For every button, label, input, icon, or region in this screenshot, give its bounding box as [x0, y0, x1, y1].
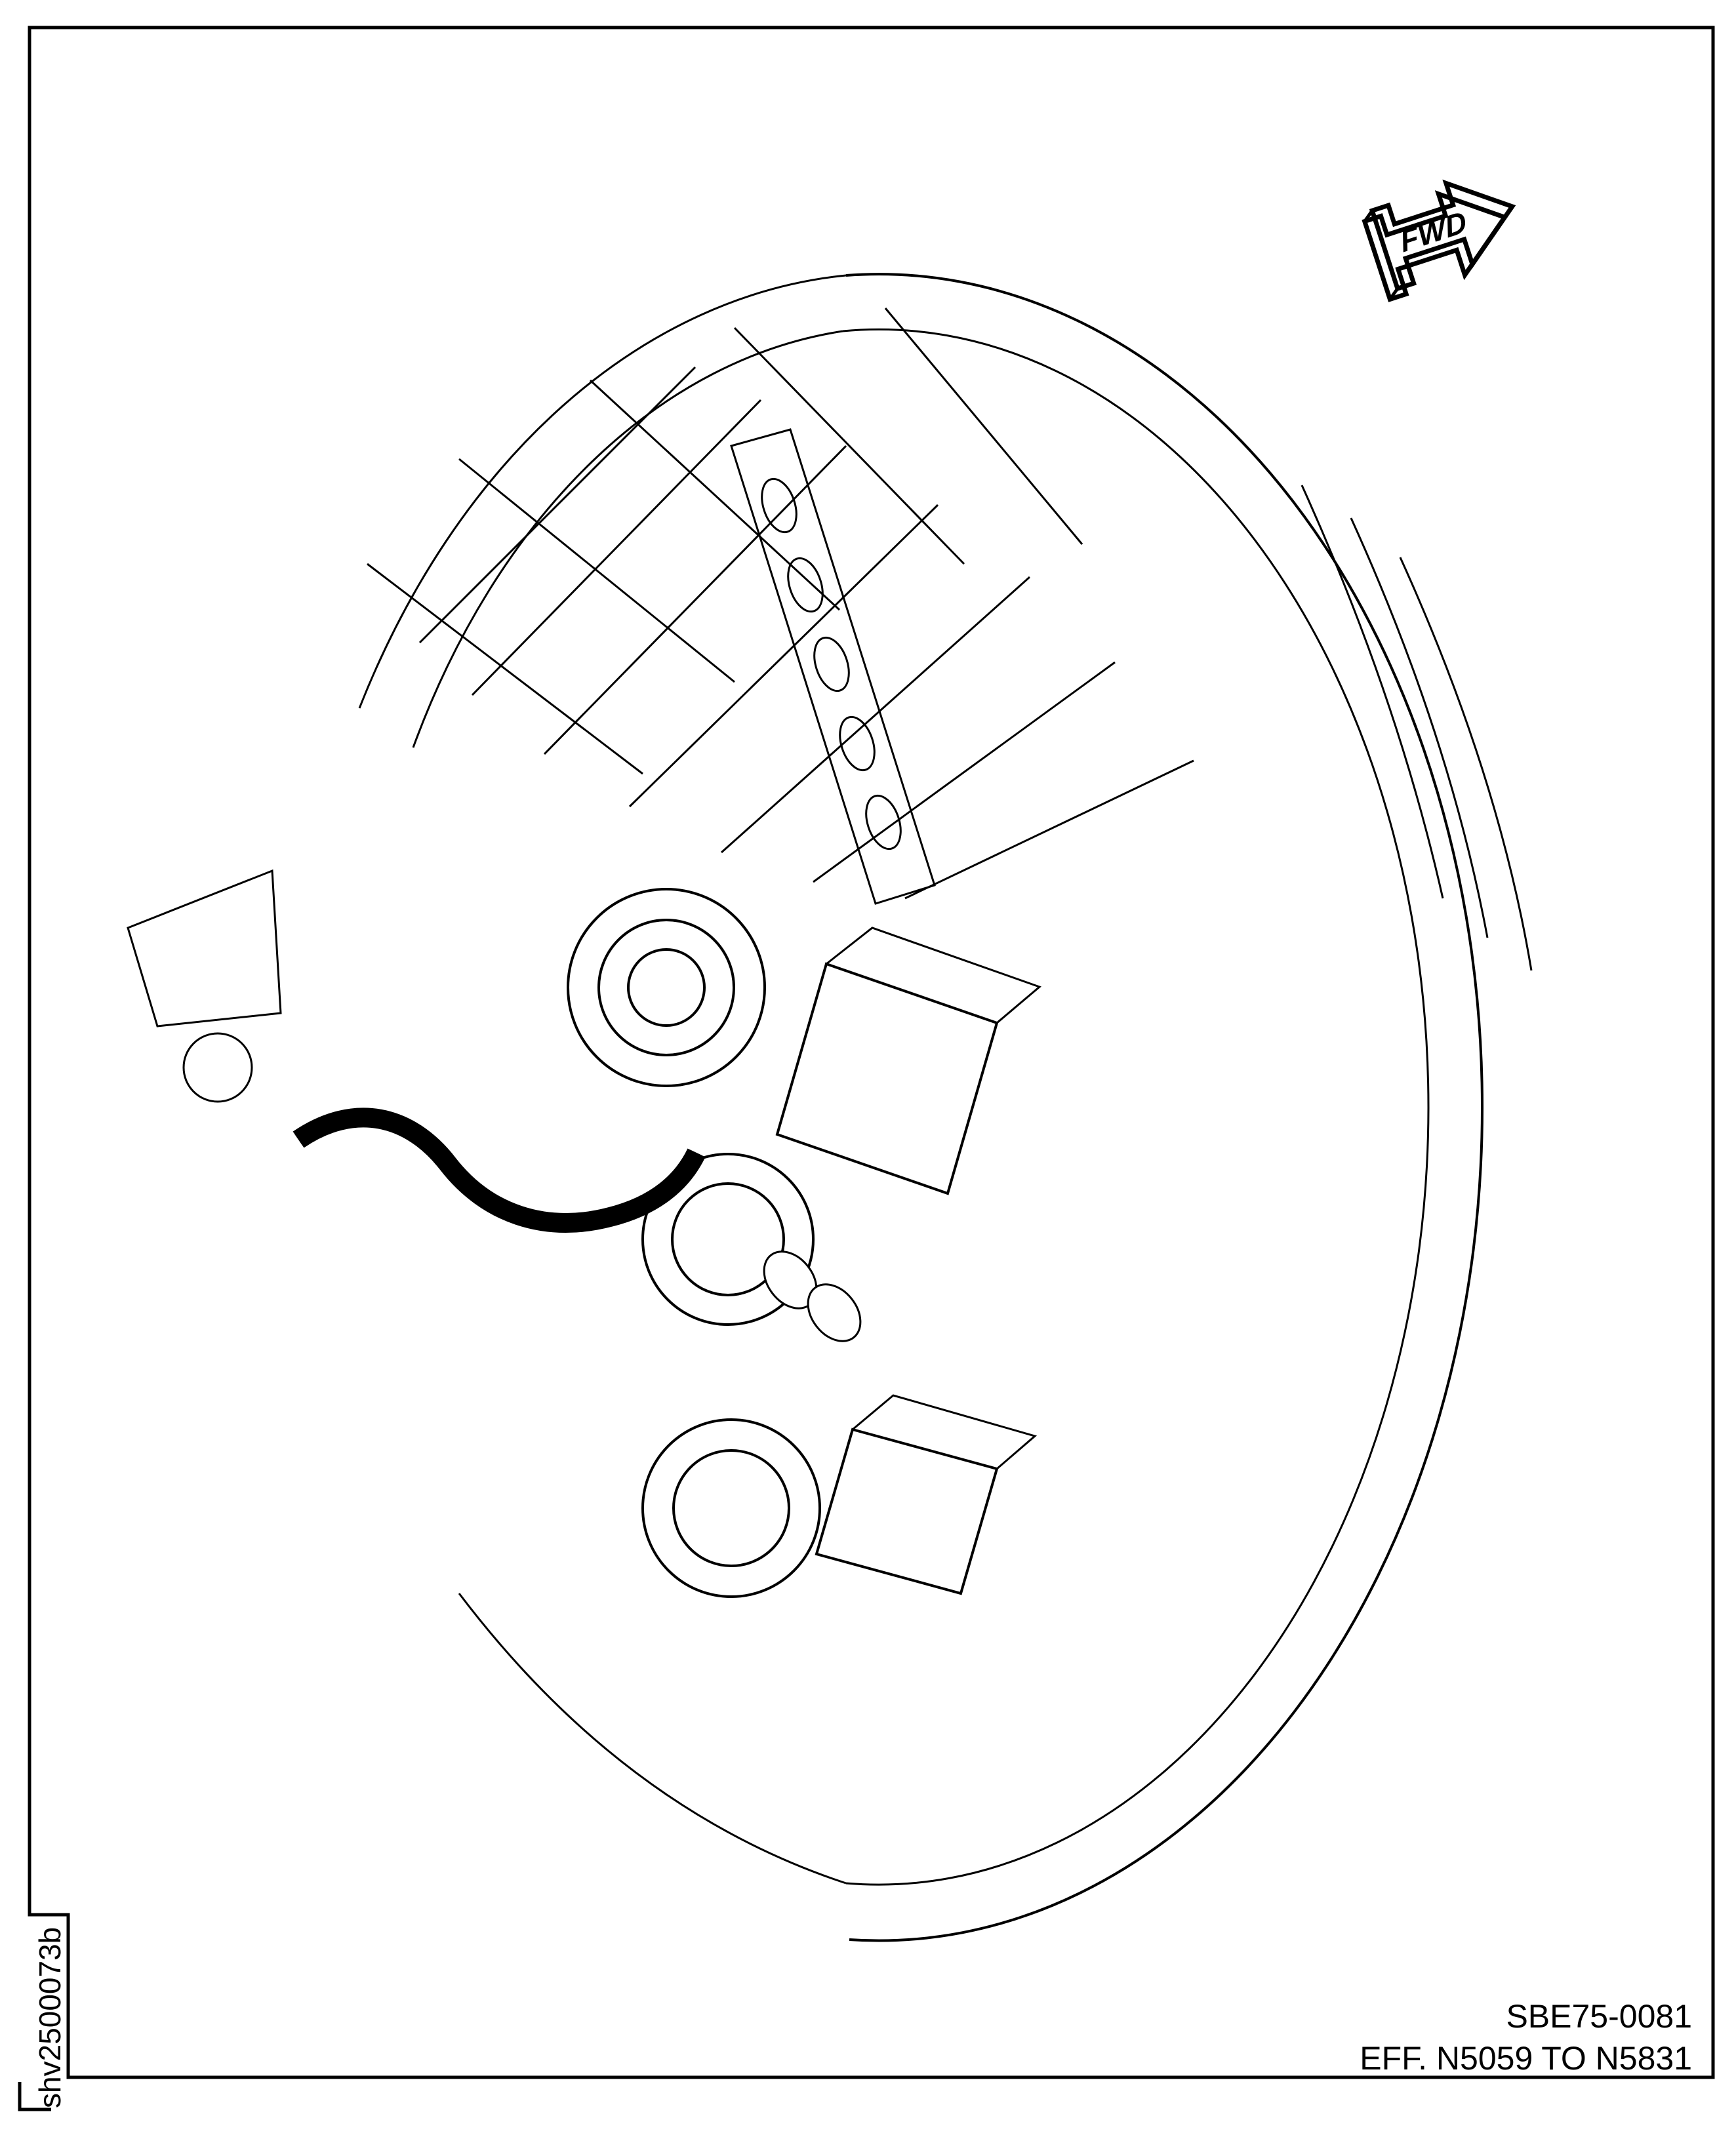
lower-box-top	[852, 1394, 1038, 1470]
engine-case-arc	[412, 330, 843, 748]
engine-case-arc	[845, 273, 1484, 1942]
strut-line	[543, 445, 847, 755]
strut-line	[367, 563, 643, 775]
boss-ring	[672, 1449, 790, 1567]
sheet-id-vertical: shv2500073b	[33, 1927, 67, 2108]
hose-core	[294, 1111, 703, 1229]
engine-line-art	[127, 273, 1533, 1942]
strut-line	[904, 759, 1194, 900]
boss-ring	[567, 888, 766, 1087]
engine-case-arc	[1399, 557, 1533, 971]
strut-line	[733, 327, 965, 565]
stub-cylinder	[807, 1283, 862, 1342]
slotted-strip	[730, 428, 936, 905]
strut-line	[418, 366, 696, 644]
effectivity-note: EFF. N5059 TO N5831	[1360, 2040, 1692, 2077]
boss-ring	[627, 948, 706, 1027]
strut-line	[628, 504, 939, 808]
strut-line	[813, 661, 1116, 883]
junction-box	[775, 962, 999, 1195]
engine-case-arc	[1301, 485, 1444, 899]
engine-case-arc	[358, 274, 847, 709]
boss-ring	[641, 1418, 821, 1598]
engine-case-arc	[458, 1593, 847, 1885]
strip-slot	[839, 715, 876, 772]
page-border	[28, 26, 1715, 2079]
strip-slot	[787, 557, 824, 613]
boss-ring	[671, 1182, 785, 1296]
bracket-cylinder	[182, 1032, 253, 1103]
drawing-number: SBE75-0081	[1506, 1998, 1692, 2035]
junction-box-top	[826, 927, 1041, 1024]
bracket-plate	[127, 869, 282, 1028]
strip-slot	[813, 636, 850, 692]
strip-slot	[761, 477, 797, 534]
fwd-direction-arrow: FWD	[1362, 179, 1516, 302]
strut-line	[589, 379, 841, 611]
strut-line	[884, 308, 1083, 545]
fwd-arrow-face	[1369, 179, 1516, 292]
boss-ring	[641, 1153, 815, 1326]
engine-case-arc	[1350, 517, 1489, 938]
strut-line	[458, 458, 735, 683]
corner-mark	[18, 2082, 51, 2111]
strut-line	[721, 576, 1030, 854]
strip-slot	[865, 794, 902, 850]
strut-line	[471, 399, 762, 696]
engine-case-arc	[842, 328, 1430, 1886]
boss-ring	[597, 919, 735, 1056]
lower-box	[815, 1428, 999, 1595]
